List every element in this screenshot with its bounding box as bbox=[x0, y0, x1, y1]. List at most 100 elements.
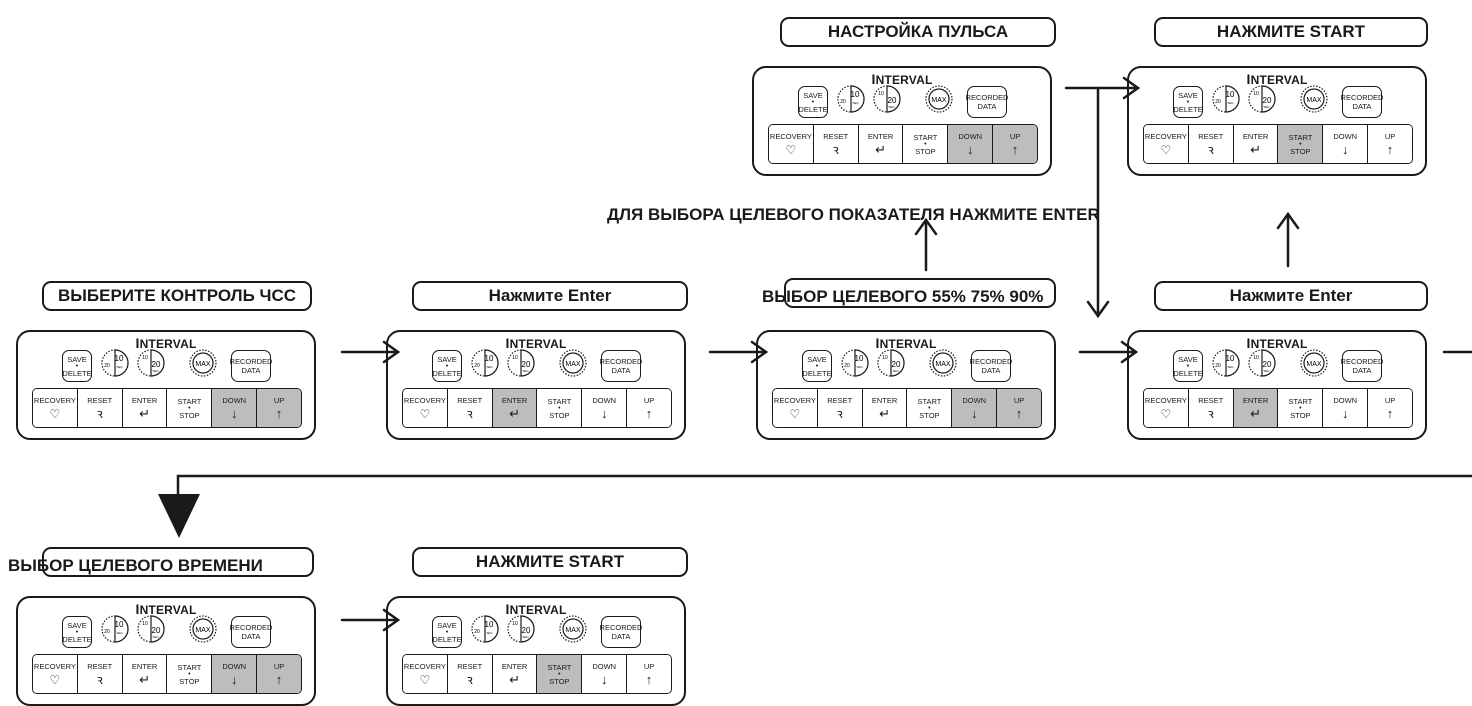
start-stop-button[interactable]: START•STOP bbox=[1278, 125, 1324, 163]
start-stop-button[interactable]: START•STOP bbox=[537, 389, 583, 427]
step-label-press-enter-1: Нажмите Enter bbox=[412, 281, 688, 311]
enter-button[interactable]: ENTER↵ bbox=[858, 125, 904, 163]
enter-button[interactable]: ENTER↵ bbox=[492, 655, 538, 693]
arrow-up-icon: ↑ bbox=[1386, 141, 1394, 157]
start-stop-button[interactable]: START•STOP bbox=[907, 389, 953, 427]
panel-title: INTERVAL bbox=[1246, 71, 1308, 87]
enter-icon: ↵ bbox=[1250, 141, 1262, 157]
svg-text:10: 10 bbox=[878, 91, 884, 97]
timer-20-10-icon: 10 20 SEC. bbox=[137, 349, 165, 377]
recovery-button[interactable]: RECOVERY♡ bbox=[1144, 389, 1189, 427]
save-delete-key[interactable]: SAVE•DELETE bbox=[1173, 86, 1203, 118]
enter-button[interactable]: ENTER↵ bbox=[1233, 125, 1279, 163]
step-text-target-time: ВЫБОР ЦЕЛЕВОГО ВРЕМЕНИ bbox=[8, 556, 263, 575]
up-button[interactable]: UP↑ bbox=[257, 389, 301, 427]
reset-icon: ꝛ bbox=[1207, 405, 1214, 421]
panel-title: INTERVAL bbox=[875, 335, 937, 351]
save-delete-key[interactable]: SAVE•DELETE bbox=[432, 616, 462, 648]
recovery-button[interactable]: RECOVERY♡ bbox=[33, 389, 78, 427]
recovery-button[interactable]: RECOVERY♡ bbox=[403, 389, 448, 427]
up-button[interactable]: UP↑ bbox=[257, 655, 301, 693]
timer-10-20-icon: 10 20 SEC. bbox=[841, 349, 869, 377]
recovery-button[interactable]: RECOVERY♡ bbox=[1144, 125, 1189, 163]
enter-button[interactable]: ENTER↵ bbox=[862, 389, 908, 427]
recovery-button[interactable]: RECOVERY♡ bbox=[773, 389, 818, 427]
save-delete-key[interactable]: SAVE•DELETE bbox=[798, 86, 828, 118]
up-button[interactable]: UP↑ bbox=[1368, 125, 1412, 163]
reset-icon: ꝛ bbox=[96, 671, 103, 687]
down-button[interactable]: DOWN↓ bbox=[582, 389, 628, 427]
save-delete-key[interactable]: SAVE•DELETE bbox=[432, 350, 462, 382]
enter-button[interactable]: ENTER↵ bbox=[122, 389, 168, 427]
start-stop-button[interactable]: START•STOP bbox=[537, 655, 583, 693]
svg-text:SEC.: SEC. bbox=[486, 365, 493, 369]
arrow-up-icon: ↑ bbox=[645, 671, 653, 687]
control-panel-p7: INTERVAL SAVE•DELETE 10 20 SEC. 10 20 SE… bbox=[16, 596, 316, 706]
down-button[interactable]: DOWN↓ bbox=[948, 125, 994, 163]
recovery-button[interactable]: RECOVERY♡ bbox=[33, 655, 78, 693]
svg-text:SEC.: SEC. bbox=[152, 369, 159, 373]
up-button[interactable]: UP↑ bbox=[997, 389, 1041, 427]
svg-text:20: 20 bbox=[892, 360, 901, 369]
enter-button[interactable]: ENTER↵ bbox=[1233, 389, 1279, 427]
timer-20-10-icon: 10 20 SEC. bbox=[137, 615, 165, 643]
svg-text:MAX: MAX bbox=[1306, 361, 1322, 368]
down-button[interactable]: DOWN↓ bbox=[582, 655, 628, 693]
timer-20-10-icon: 10 20 SEC. bbox=[877, 349, 905, 377]
up-button[interactable]: UP↑ bbox=[627, 389, 671, 427]
heart-pulse-icon: ♡ bbox=[1160, 142, 1172, 157]
start-stop-button[interactable]: START•STOP bbox=[167, 655, 213, 693]
max-dial-icon: MAX bbox=[189, 349, 217, 377]
up-button[interactable]: UP↑ bbox=[1368, 389, 1412, 427]
arrow-up-icon: ↑ bbox=[275, 671, 283, 687]
svg-text:SEC.: SEC. bbox=[522, 635, 529, 639]
enter-button[interactable]: ENTER↵ bbox=[122, 655, 168, 693]
svg-text:10: 10 bbox=[1226, 90, 1235, 99]
start-stop-button[interactable]: START•STOP bbox=[167, 389, 213, 427]
down-button[interactable]: DOWN↓ bbox=[1323, 125, 1369, 163]
timer-10-20-icon: 10 20 SEC. bbox=[101, 349, 129, 377]
recovery-button[interactable]: RECOVERY♡ bbox=[769, 125, 814, 163]
start-stop-button[interactable]: START•STOP bbox=[1278, 389, 1324, 427]
down-button[interactable]: DOWN↓ bbox=[1323, 389, 1369, 427]
max-dial-icon: MAX bbox=[559, 349, 587, 377]
down-button[interactable]: DOWN↓ bbox=[212, 389, 258, 427]
heart-pulse-icon: ♡ bbox=[785, 142, 797, 157]
timer-20-10-icon: 10 20 SEC. bbox=[507, 615, 535, 643]
svg-text:10: 10 bbox=[851, 90, 860, 99]
down-button[interactable]: DOWN↓ bbox=[952, 389, 998, 427]
save-delete-key[interactable]: SAVE•DELETE bbox=[802, 350, 832, 382]
recovery-button[interactable]: RECOVERY♡ bbox=[403, 655, 448, 693]
svg-text:10: 10 bbox=[485, 620, 494, 629]
control-panel-p6: INTERVAL SAVE•DELETE 10 20 SEC. 10 20 SE… bbox=[1127, 66, 1427, 176]
save-delete-key[interactable]: SAVE•DELETE bbox=[1173, 350, 1203, 382]
svg-text:SEC.: SEC. bbox=[892, 369, 899, 373]
save-delete-key[interactable]: SAVE•DELETE bbox=[62, 616, 92, 648]
down-button[interactable]: DOWN↓ bbox=[212, 655, 258, 693]
up-button[interactable]: UP↑ bbox=[627, 655, 671, 693]
arrow-up-icon: ↑ bbox=[1011, 141, 1019, 157]
start-stop-button[interactable]: START•STOP bbox=[903, 125, 949, 163]
control-panel-p4: INTERVAL SAVE•DELETE 10 20 SEC. 10 20 SE… bbox=[1127, 330, 1427, 440]
save-delete-key[interactable]: SAVE•DELETE bbox=[62, 350, 92, 382]
up-button[interactable]: UP↑ bbox=[993, 125, 1037, 163]
enter-button[interactable]: ENTER↵ bbox=[492, 389, 538, 427]
arrow-up-icon: ↑ bbox=[1015, 405, 1023, 421]
